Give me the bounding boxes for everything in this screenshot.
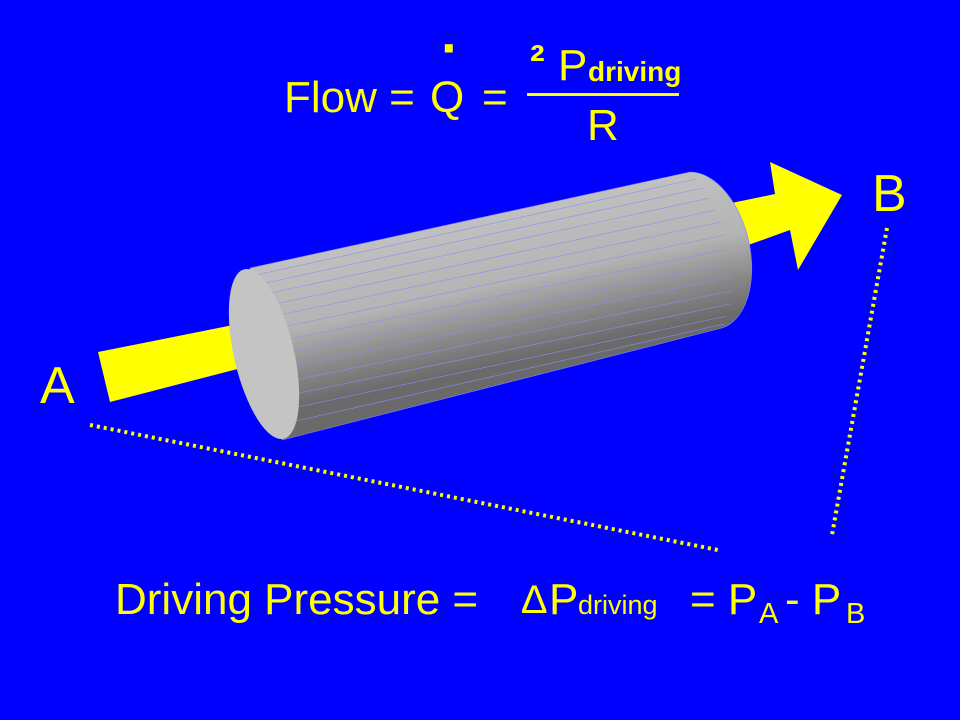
tube-stripes — [255, 178, 732, 425]
tube-end-cap — [228, 268, 300, 440]
numerator-symbol: ² — [530, 37, 545, 86]
arrow-head-out — [722, 162, 842, 270]
numerator-p: P — [558, 41, 588, 90]
dotted-line-a — [89, 423, 719, 552]
numerator-sub: driving — [588, 56, 682, 87]
q-symbol: Q — [430, 73, 465, 122]
tube-body — [249, 171, 753, 441]
formula-equals: = — [482, 73, 508, 122]
q-dot: · — [441, 16, 460, 79]
pb-sub: B — [846, 598, 866, 630]
point-label-b: B — [872, 165, 907, 223]
flow-label: Flow = — [284, 73, 415, 122]
minus-pb: - P — [785, 575, 842, 624]
pa-sub: A — [759, 598, 779, 630]
point-label-a: A — [40, 357, 75, 415]
fraction-bar — [527, 93, 679, 96]
equals-pa: = P — [690, 575, 758, 624]
delta-p: P — [549, 575, 579, 624]
dotted-line-b — [830, 227, 889, 536]
driving-pressure-label: Driving Pressure = — [115, 575, 479, 624]
delta-p-sub: driving — [578, 590, 658, 620]
delta-symbol: ∆ — [522, 578, 547, 622]
denominator: R — [587, 101, 619, 150]
